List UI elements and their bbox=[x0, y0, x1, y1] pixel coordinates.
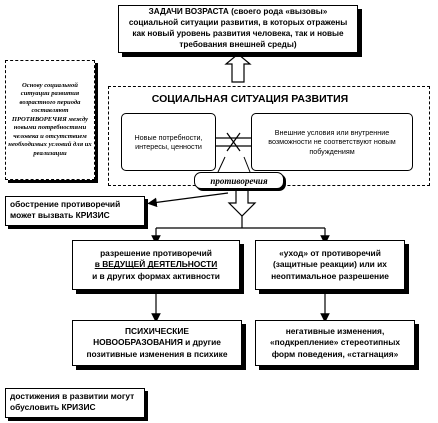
achievements-text: достижения в развитии могут обусловить К… bbox=[10, 391, 135, 412]
pill-link bbox=[217, 156, 251, 173]
side-note-text: Основу социальной ситуации развития возр… bbox=[8, 82, 92, 157]
arrow-up-to-tasks bbox=[224, 53, 252, 83]
neoformations-caps: ПСИХИЧЕСКИЕ НОВООБРАЗОВАНИЯ bbox=[93, 326, 189, 348]
tasks-box: ЗАДАЧИ ВОЗРАСТА (своего рода «вызовы» со… bbox=[118, 5, 358, 53]
branch-lines bbox=[151, 216, 330, 245]
escape-text: «уход» от противоречий (защитные реакции… bbox=[271, 248, 389, 281]
arrow-down-to-branch bbox=[227, 187, 257, 217]
tasks-text: (своего рода «вызовы» социальной ситуаци… bbox=[128, 7, 348, 49]
contradiction-link bbox=[216, 132, 251, 152]
needs-text: Новые потребности, интересы, ценности bbox=[134, 132, 203, 151]
negative-changes-text: негативные изменения, «подкрепление» сте… bbox=[269, 326, 401, 359]
arrow-to-crisis bbox=[147, 192, 229, 208]
contradiction-pill: противоречия bbox=[194, 172, 284, 189]
crisis-text: обострение противоречий может вызвать КР… bbox=[10, 199, 121, 220]
escape-box: «уход» от противоречий (защитные реакции… bbox=[255, 240, 405, 290]
tasks-title: ЗАДАЧИ ВОЗРАСТА bbox=[148, 7, 229, 17]
neoformations-box: ПСИХИЧЕСКИЕ НОВООБРАЗОВАНИЯ и другие поз… bbox=[72, 320, 242, 366]
crisis-box: обострение противоречий может вызвать КР… bbox=[5, 196, 145, 226]
leading-line2: в ВЕДУЩЕЙ ДЕЯТЕЛЬНОСТИ bbox=[94, 259, 218, 270]
situation-title: СОЦИАЛЬНАЯ СИТУАЦИЯ РАЗВИТИЯ bbox=[151, 93, 349, 105]
needs-box: Новые потребности, интересы, ценности bbox=[121, 113, 216, 171]
achievements-box: достижения в развитии могут обусловить К… bbox=[5, 388, 145, 418]
conditions-text: Внешние условия или внутренние возможнос… bbox=[268, 127, 396, 156]
leading-line1: разрешение противоречий bbox=[100, 248, 212, 259]
leading-line3: и в других формах активности bbox=[92, 270, 220, 281]
negative-changes-box: негативные изменения, «подкрепление» сте… bbox=[255, 320, 415, 366]
lower-arrows bbox=[151, 290, 330, 323]
contradiction-label: противоречия bbox=[210, 175, 268, 186]
conditions-box: Внешние условия или внутренние возможнос… bbox=[251, 113, 413, 171]
leading-activity-box: разрешение противоречий в ВЕДУЩЕЙ ДЕЯТЕЛ… bbox=[72, 240, 240, 290]
neoformations-rest: и другие позитивные изменения в психике bbox=[86, 337, 228, 359]
side-note: Основу социальной ситуации развития возр… bbox=[5, 60, 95, 180]
